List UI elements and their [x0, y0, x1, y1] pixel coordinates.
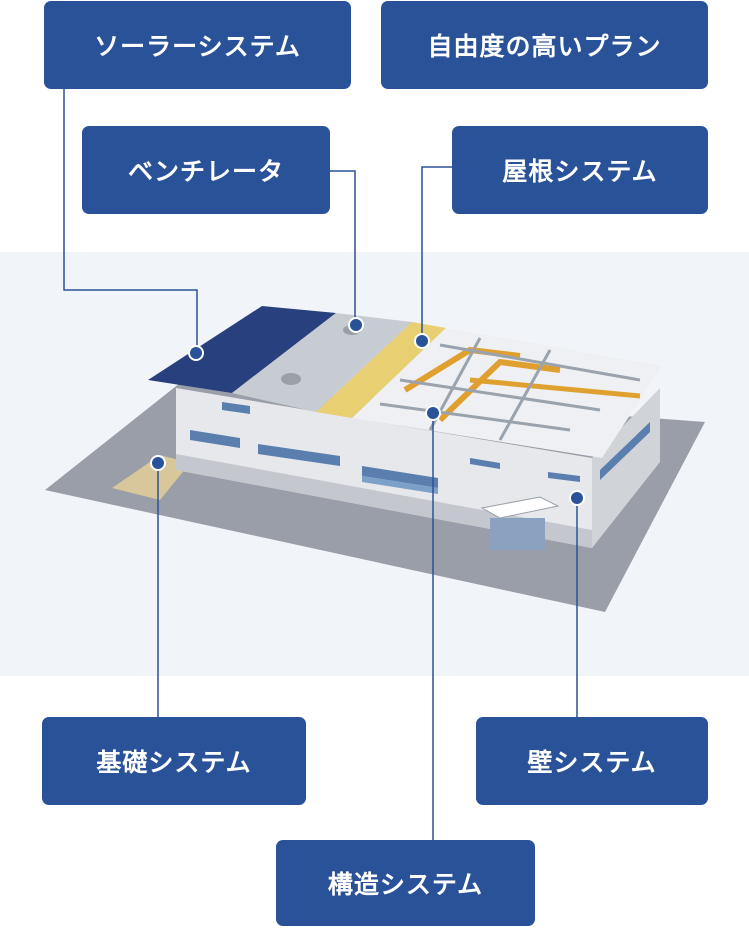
- marker-roof: [415, 334, 429, 348]
- marker-structure: [426, 406, 440, 420]
- label-solar-system[interactable]: ソーラーシステム: [44, 1, 351, 89]
- marker-wall: [570, 491, 584, 505]
- entrance-door: [490, 518, 545, 550]
- connector-roof: [422, 167, 452, 340]
- marker-foundation: [151, 456, 165, 470]
- marker-ventilator: [349, 318, 363, 332]
- label-foundation-system[interactable]: 基礎システム: [42, 717, 306, 805]
- marker-solar: [189, 346, 203, 360]
- label-flexible-plan[interactable]: 自由度の高いプラン: [381, 1, 708, 89]
- label-ventilator[interactable]: ベンチレータ: [82, 126, 330, 214]
- ventilator-2: [281, 373, 301, 385]
- label-structure-system[interactable]: 構造システム: [276, 840, 535, 926]
- label-wall-system[interactable]: 壁システム: [476, 717, 708, 805]
- label-roof-system[interactable]: 屋根システム: [452, 126, 708, 214]
- connector-ventilator: [330, 171, 355, 325]
